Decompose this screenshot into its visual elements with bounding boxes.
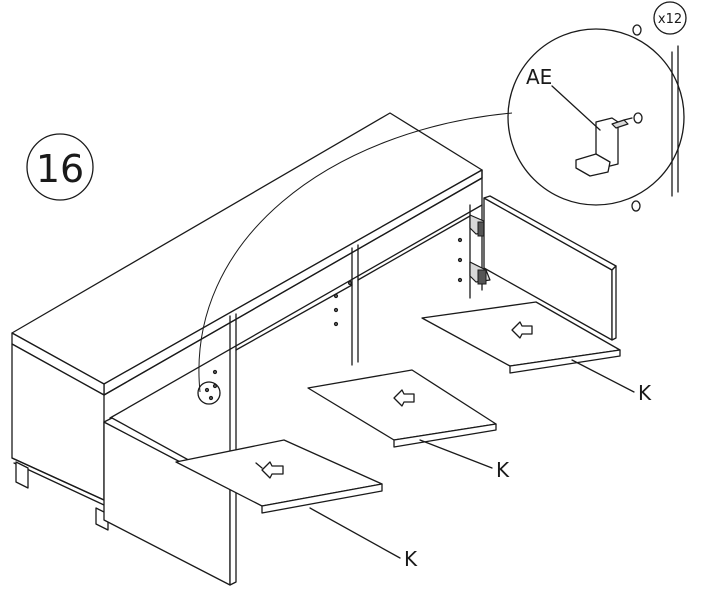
quantity-label: x12 <box>658 12 682 27</box>
shelf-k-right: K <box>421 301 652 405</box>
inner-shelf-line <box>235 284 353 351</box>
detail-circle <box>507 28 685 206</box>
detail-source-circle <box>197 381 221 405</box>
shelf-label-right: K <box>638 381 652 405</box>
callout-arc <box>198 112 513 393</box>
hole-icon <box>633 112 643 124</box>
back-rail <box>109 204 483 419</box>
step-number-badge: 16 <box>26 133 94 201</box>
detail-magnifier: AE x12 <box>507 1 687 212</box>
leader-line-left <box>309 507 401 559</box>
tv-cabinet <box>11 112 483 531</box>
shelf-k-middle: K <box>307 369 510 482</box>
hole-icon <box>632 24 642 36</box>
leader-line-middle <box>419 439 493 469</box>
shelf-label-left: K <box>404 547 418 571</box>
arrow-icon <box>511 321 533 339</box>
part-label: AE <box>526 65 552 89</box>
arrow-icon <box>261 461 284 479</box>
hole-icon <box>631 200 641 212</box>
detail-callout <box>197 112 513 405</box>
part-leader-line <box>551 85 601 131</box>
front-door-panel <box>103 421 231 586</box>
step-number: 16 <box>36 147 84 191</box>
back-wall-top <box>103 177 483 396</box>
right-door-open <box>483 195 617 341</box>
quantity-badge <box>653 1 687 35</box>
leg-rear-left <box>15 461 29 489</box>
shelf-pin-icon <box>575 117 633 177</box>
arrow-icon <box>393 389 415 407</box>
shelf-k-left: K <box>175 439 418 571</box>
shelf-holes <box>212 237 463 389</box>
shelf-label-middle: K <box>496 458 510 482</box>
front-left-door <box>103 417 237 586</box>
leader-line-right <box>571 359 635 393</box>
